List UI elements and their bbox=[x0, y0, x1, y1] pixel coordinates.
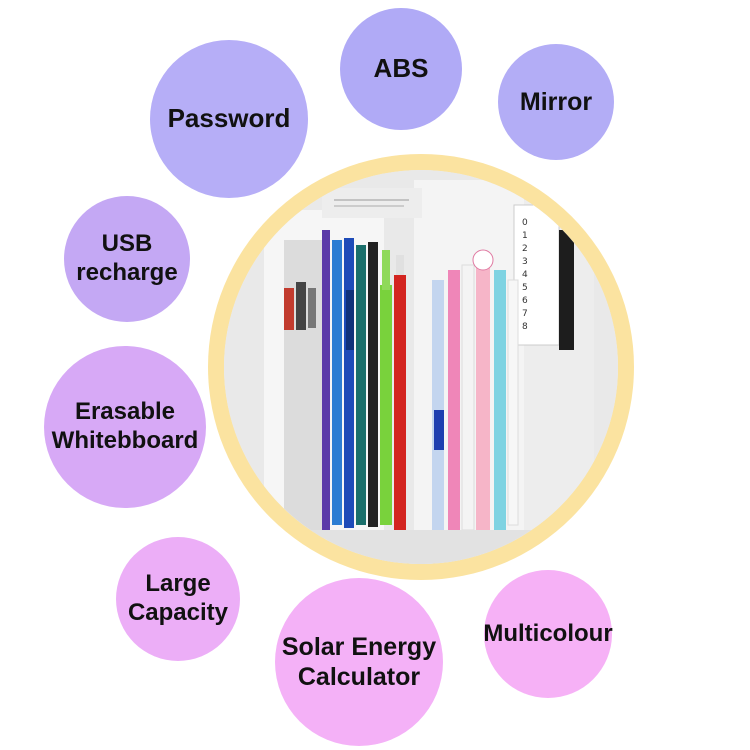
pencil-case-illustration: 0 1 2 3 4 5 6 7 8 bbox=[224, 170, 618, 564]
feature-mirror: Mirror bbox=[498, 44, 614, 160]
feature-usb-line1: USB bbox=[101, 230, 153, 258]
feature-solar-calculator: Solar Energy Calculator bbox=[275, 578, 443, 746]
feature-erasable-whiteboard: Erasable Whitebboard bbox=[44, 346, 206, 508]
feature-abs: ABS bbox=[340, 8, 462, 130]
feature-multicolour: Multicolour bbox=[483, 570, 613, 698]
feature-solar-line2: Calculator bbox=[297, 663, 421, 691]
feature-capacity-line2: Capacity bbox=[127, 599, 229, 626]
feature-multicolour-label: Multicolour bbox=[483, 619, 613, 647]
svg-text:3: 3 bbox=[522, 257, 528, 267]
feature-password-label: Password bbox=[167, 103, 291, 134]
svg-text:0: 0 bbox=[522, 218, 528, 228]
svg-text:1: 1 bbox=[522, 231, 528, 241]
feature-large-capacity: Large Capacity bbox=[116, 537, 240, 661]
svg-text:5: 5 bbox=[522, 283, 528, 293]
svg-text:8: 8 bbox=[522, 322, 528, 332]
feature-whiteboard-line2: Whitebboard bbox=[51, 427, 199, 454]
pencil-case-photo: 0 1 2 3 4 5 6 7 8 bbox=[224, 170, 618, 564]
feature-whiteboard-line1: Erasable bbox=[74, 398, 176, 426]
svg-text:2: 2 bbox=[522, 244, 528, 254]
feature-solar-line1: Solar Energy bbox=[281, 633, 437, 661]
svg-text:6: 6 bbox=[522, 296, 528, 306]
feature-abs-label: ABS bbox=[373, 53, 429, 84]
feature-usb-recharge: USB recharge bbox=[64, 196, 190, 322]
svg-text:7: 7 bbox=[522, 309, 528, 319]
feature-mirror-label: Mirror bbox=[519, 88, 593, 116]
feature-usb-line2: recharge bbox=[76, 259, 178, 286]
feature-capacity-line1: Large bbox=[145, 570, 211, 598]
svg-text:4: 4 bbox=[522, 270, 528, 280]
